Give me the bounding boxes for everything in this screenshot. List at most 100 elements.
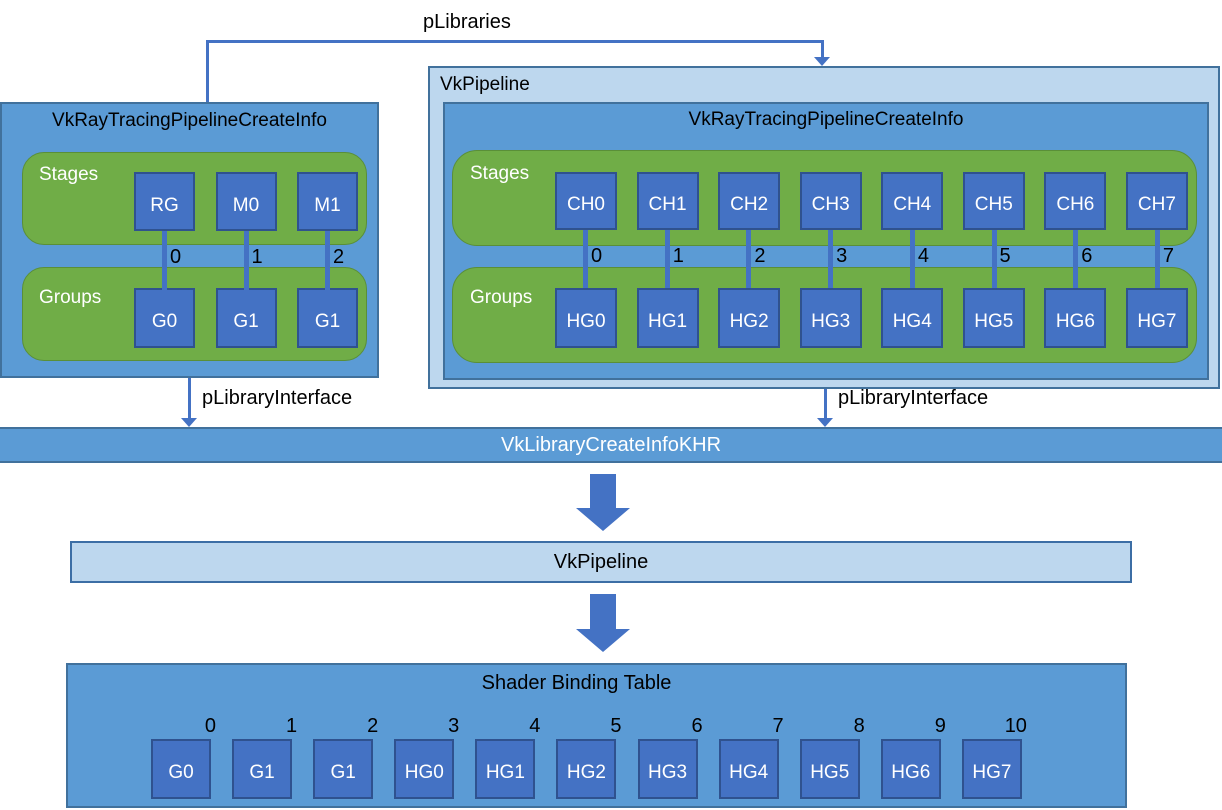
sbt-cell-label: HG2 <box>566 762 606 783</box>
sbt-cell-label: HG0 <box>404 762 444 783</box>
left-library-title: VkRayTracingPipelineCreateInfo <box>52 110 327 131</box>
group-square: G0 <box>134 288 195 348</box>
sbt-cell-label: HG7 <box>972 762 1012 783</box>
group-square: HG7 <box>1125 288 1188 348</box>
sbt-cell-square: HG3 <box>637 739 698 799</box>
right-vkpipeline-box: VkPipeline VkRayTracingPipelineCreateInf… <box>428 66 1220 389</box>
stage-group-connector-line: 1 <box>664 230 684 288</box>
sbt-cell-label: HG4 <box>729 762 769 783</box>
sbt-cell-square: HG6 <box>880 739 941 799</box>
group-square: HG2 <box>718 288 781 348</box>
group-index-label: 0 <box>170 246 182 268</box>
group-square: HG6 <box>1044 288 1107 348</box>
pipeline-result-bar: VkPipeline <box>70 541 1132 583</box>
group-index-label: 0 <box>591 245 603 267</box>
stage-group-connector-line: 4 <box>909 230 929 288</box>
pipeline-result-label: VkPipeline <box>553 550 649 573</box>
left-stages-label: Stages <box>39 164 99 185</box>
group-index-label: 5 <box>999 245 1011 267</box>
sbt-index-label: 3 <box>448 715 460 737</box>
stage-square: M1 <box>297 172 358 231</box>
left-group-squares: G0 G1 G1 <box>134 288 358 348</box>
left-interface-label: pLibraryInterface <box>202 387 353 409</box>
sbt-cell-label: G1 <box>330 762 356 783</box>
group-index-label: 7 <box>1162 245 1175 267</box>
stage-square: CH0 <box>555 172 617 230</box>
sbt-cell: 7 HG4 <box>718 715 784 801</box>
group-square: HG5 <box>962 288 1025 348</box>
sbt-cell: 4 HG1 <box>475 715 540 801</box>
sbt-index-label: 8 <box>853 715 865 737</box>
sbt-cell-label: HG1 <box>485 762 525 783</box>
sbt-cell: 3 HG0 <box>394 715 459 801</box>
right-createinfo-box: VkRayTracingPipelineCreateInfo Stages CH… <box>443 102 1209 380</box>
left-library-box: VkRayTracingPipelineCreateInfo Stages RG… <box>0 102 379 378</box>
sbt-cell: 2 G1 <box>313 715 378 801</box>
group-square: HG0 <box>555 288 617 348</box>
library-createinfo-label: VkLibraryCreateInfoKHR <box>500 433 722 456</box>
sbt-cell: 10 HG7 <box>961 715 1027 801</box>
sbt-cell: 6 HG3 <box>637 715 703 801</box>
sbt-index-label: 4 <box>529 715 541 737</box>
sbt-index-label: 6 <box>691 715 703 737</box>
stage-group-connector-line: 7 <box>1154 230 1174 288</box>
plibraries-line-right-vertical <box>821 42 824 58</box>
group-square: HG4 <box>881 288 944 348</box>
sbt-title: Shader Binding Table <box>481 672 672 694</box>
right-interface-line <box>824 389 827 420</box>
sbt-index-label: 7 <box>772 715 784 737</box>
sbt-cell-square: G0 <box>151 739 211 799</box>
sbt-cell: 1 G1 <box>232 715 297 801</box>
group-index-label: 2 <box>754 245 766 267</box>
group-index-label: 6 <box>1081 245 1093 267</box>
sbt-cell-square: HG5 <box>799 739 860 799</box>
sbt-cell-label: HG5 <box>810 762 850 783</box>
sbt-cell-square: HG7 <box>961 739 1022 799</box>
sbt-index-label: 5 <box>610 715 622 737</box>
sbt-index-label: 9 <box>934 715 946 737</box>
left-interface-arrowhead-icon <box>181 418 197 427</box>
plibraries-line-horizontal <box>206 40 824 43</box>
group-square: G1 <box>297 288 358 348</box>
plibraries-label: pLibraries <box>423 11 511 33</box>
sbt-cell-square: G1 <box>232 739 293 799</box>
sbt-cell-label: HG3 <box>648 762 688 783</box>
sbt-index-label: 10 <box>1004 715 1027 737</box>
right-interface-label: pLibraryInterface <box>838 387 989 409</box>
group-index-label: 4 <box>917 245 929 267</box>
stage-square: CH2 <box>718 172 781 230</box>
stage-square: CH4 <box>881 172 944 230</box>
stage-group-connector-line: 2 <box>746 230 766 288</box>
group-index-label: 3 <box>836 245 848 267</box>
right-groups-label: Groups <box>470 287 533 308</box>
sbt-index-label: 2 <box>367 715 379 737</box>
left-groups-label: Groups <box>39 287 102 308</box>
stage-group-connector-line: 0 <box>162 231 181 290</box>
group-index-label: 1 <box>251 246 263 268</box>
group-square: G1 <box>215 288 277 348</box>
sbt-cell: 8 HG5 <box>799 715 865 801</box>
plibraries-line-left-vertical <box>206 42 209 102</box>
sbt-cell-square: HG1 <box>475 739 536 799</box>
sbt-cell-square: HG0 <box>394 739 455 799</box>
sbt-cell: 5 HG2 <box>556 715 621 801</box>
stage-group-connector-line: 5 <box>991 230 1011 288</box>
left-stage-group-connectors: 0 1 2 <box>162 231 344 290</box>
stage-square: CH7 <box>1125 172 1188 230</box>
sbt-index-label: 1 <box>285 715 298 737</box>
shader-binding-table-box: Shader Binding Table 0 G0 1 G1 <box>66 663 1127 808</box>
sbt-cell-square: G1 <box>313 739 374 799</box>
group-index-label: 1 <box>672 245 684 267</box>
library-createinfo-bar: VkLibraryCreateInfoKHR <box>0 427 1222 463</box>
sbt-cell-square: HG4 <box>718 739 779 799</box>
stage-square: CH1 <box>636 172 699 230</box>
stage-square: RG <box>134 172 195 231</box>
sbt-cell-label: G0 <box>168 762 194 783</box>
sbt-cell: 0 G0 <box>151 715 216 801</box>
right-createinfo-title: VkRayTracingPipelineCreateInfo <box>688 109 964 130</box>
block-arrow-down-icon <box>576 474 630 531</box>
sbt-index-label: 0 <box>204 715 216 737</box>
